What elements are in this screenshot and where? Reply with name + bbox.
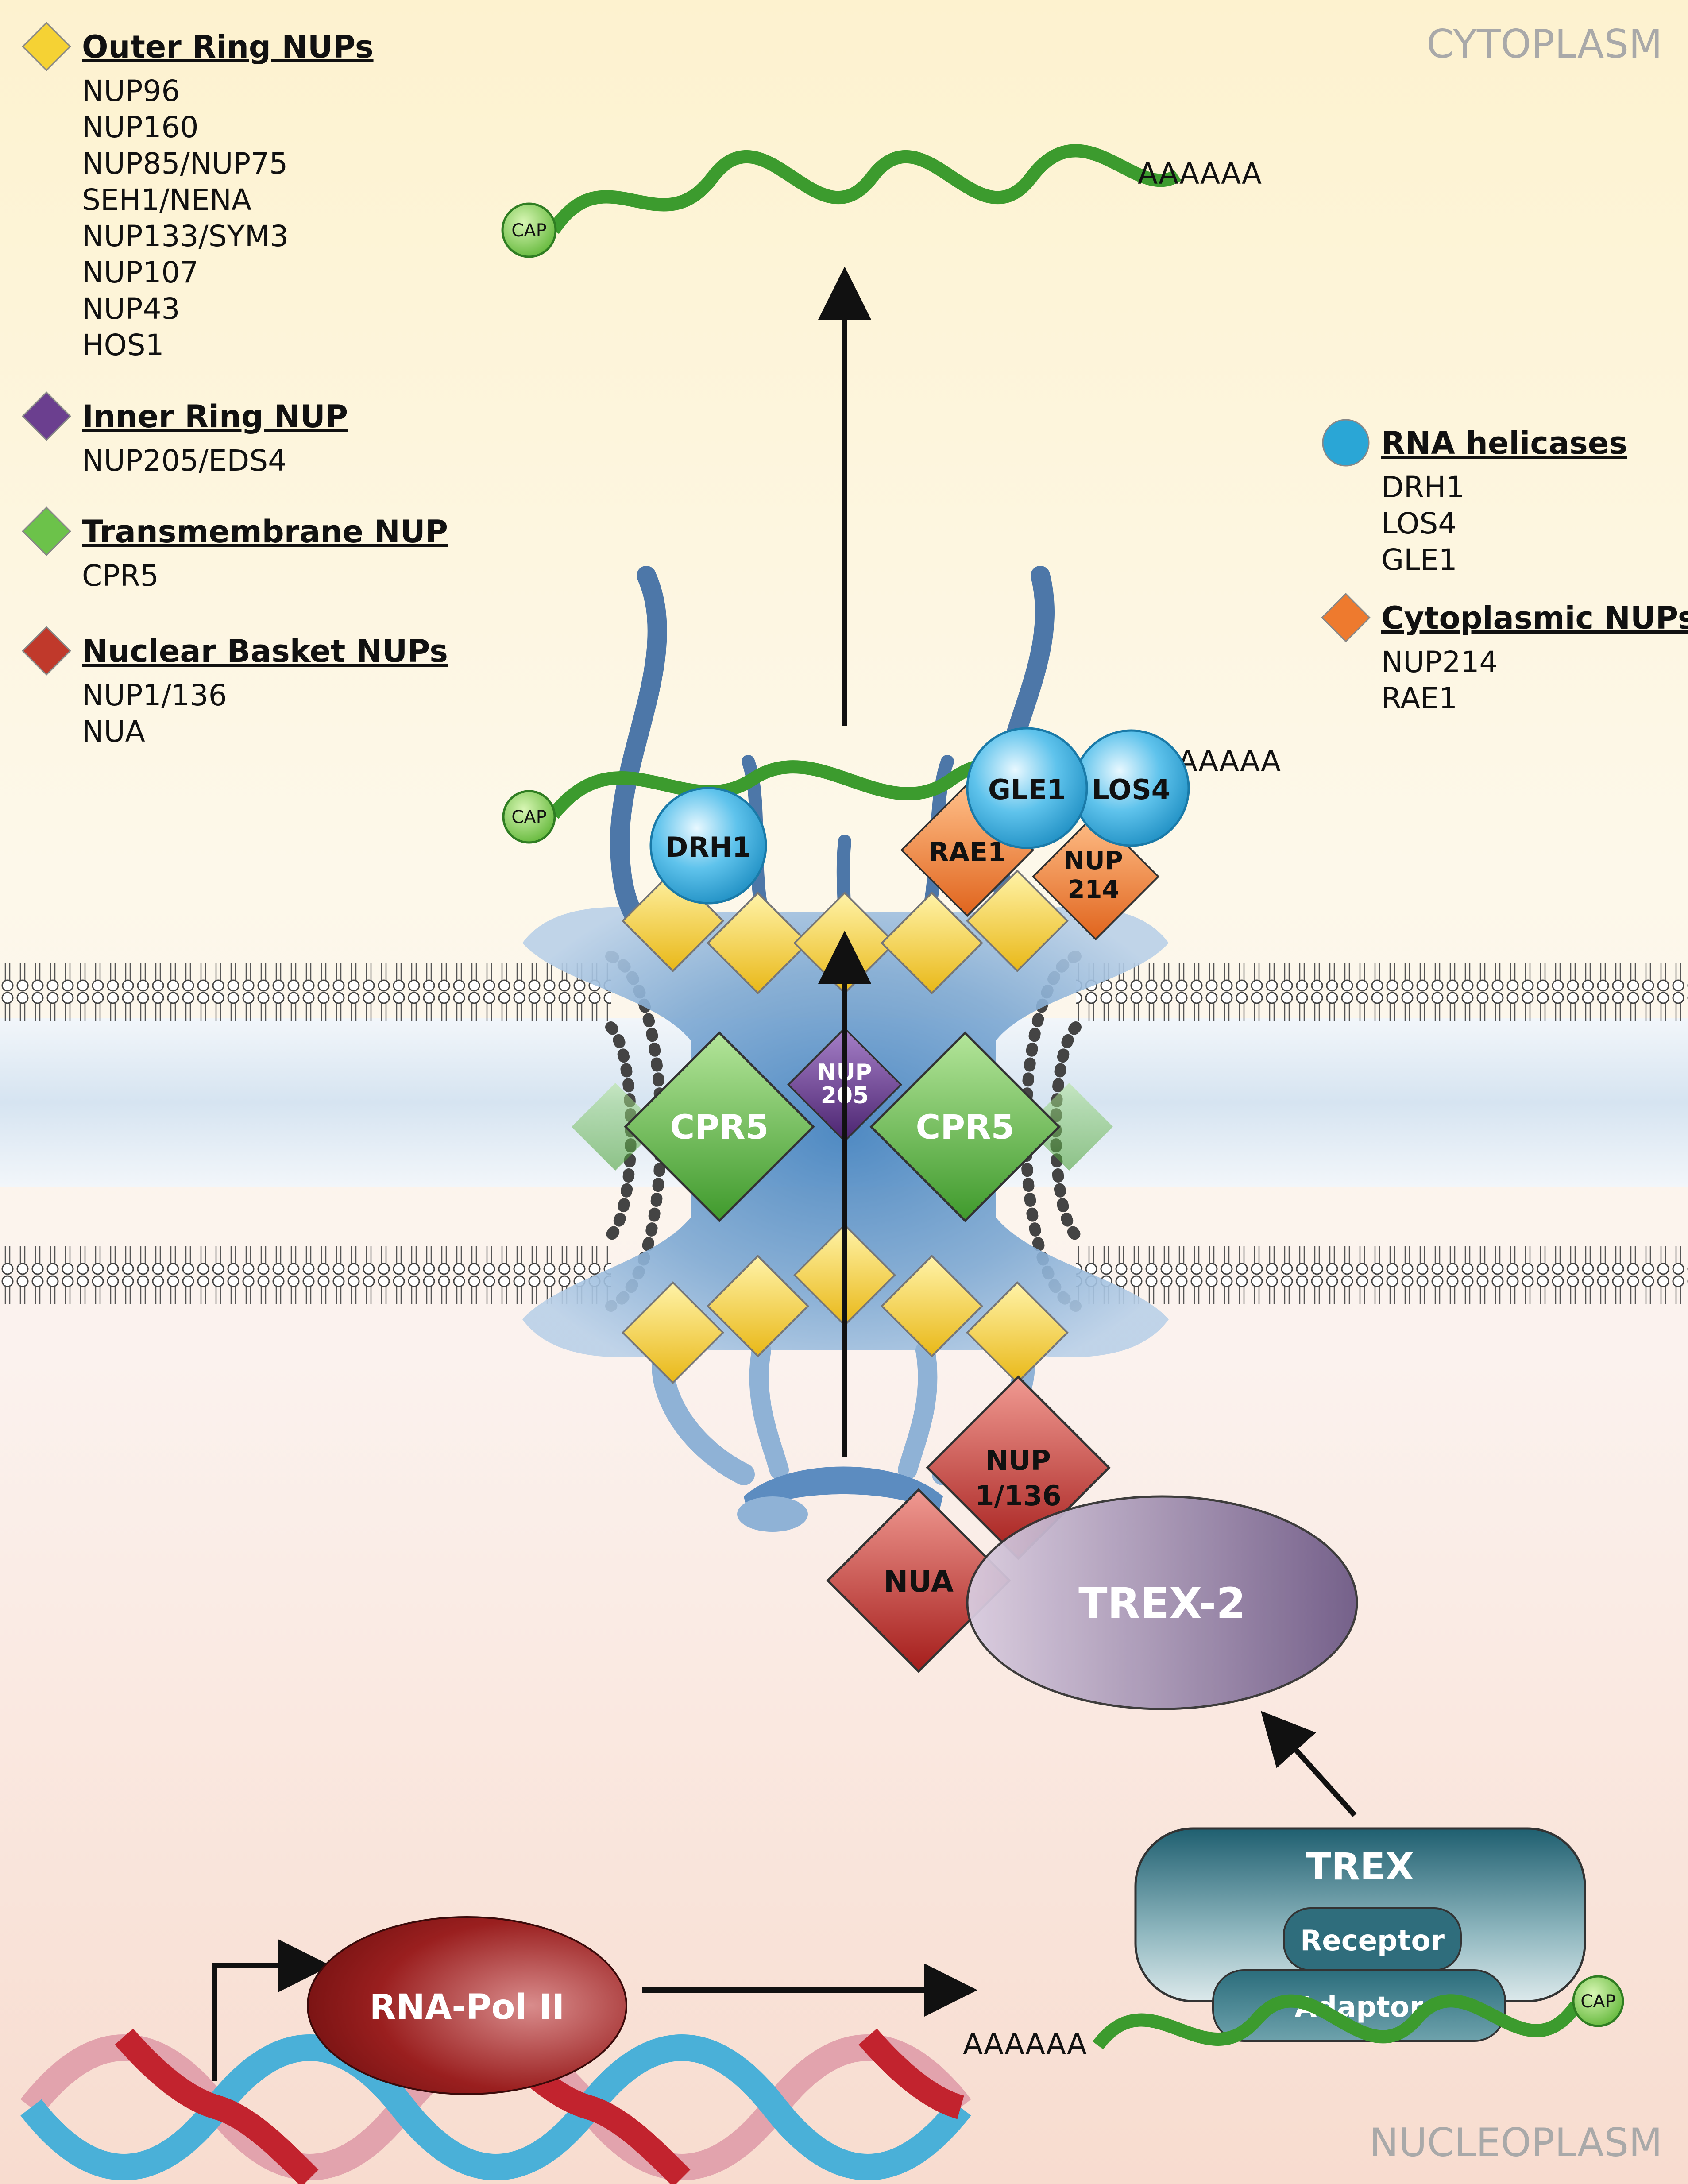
nup214-label-line2: 214 [1068,875,1120,904]
cytoplasm-label: CYTOPLASM [1426,21,1662,67]
legend: Outer Ring NUPsNUP96NUP160NUP85/NUP75SEH… [22,22,1688,749]
legend-item: NUP85/NUP75 [82,147,288,181]
legend-item: CPR5 [82,559,159,593]
legend-title: Outer Ring NUPs [82,29,374,65]
trex2: TREX-2 [966,1495,1358,1710]
legend-title: Transmembrane NUP [82,514,448,550]
polya-tail-nuclear: AAAAAA [963,2027,1087,2061]
legend-diamond-icon [22,22,71,71]
legend-item: NUP1/136 [82,678,227,712]
rae1-label: RAE1 [928,837,1006,868]
legend-title: Nuclear Basket NUPs [82,633,448,669]
legend-group: Transmembrane NUP CPR5 [22,506,448,593]
legend-item: NUP43 [82,292,180,326]
legend-item: DRH1 [1381,470,1464,504]
legend-item: RAE1 [1381,681,1457,715]
legend-circle-icon [1322,419,1370,467]
legend-item: SEH1/NENA [82,183,251,217]
outer-ring-nup-diamond [881,892,983,994]
mrna-nuclear: CAP AAAAAA [963,1975,1624,2061]
legend-item: NUP96 [82,74,180,108]
outer-ring-nup-diamond [707,892,809,994]
outer-ring-nups [622,870,1069,1384]
nua-label: NUA [884,1565,954,1599]
legend-item: NUP205/EDS4 [82,444,286,478]
nua: NUA [826,1488,1011,1673]
transcription-start-arrow [212,1939,331,2081]
legend-group: Outer Ring NUPsNUP96NUP160NUP85/NUP75SEH… [22,22,374,362]
legend-item: GLE1 [1381,543,1457,577]
polya-tail-cytoplasm: AAAAAA [1138,157,1262,191]
cap-label-cytoplasm: CAP [511,220,546,241]
legend-diamond-icon [22,391,71,441]
legend-item: LOS4 [1381,506,1456,541]
rnapol-label: RNA-Pol II [370,1987,565,2027]
cpr5-right-label: CPR5 [916,1107,1015,1147]
drh1-label: DRH1 [665,831,751,863]
mrna-cytoplasm: CAP AAAAAA [501,144,1262,258]
legend-diamond-icon [22,626,71,676]
cpr5-left-label: CPR5 [670,1107,769,1147]
trex-to-trex2-arrow [1260,1711,1357,1817]
legend-item: NUP214 [1381,645,1498,679]
outer-ring-nup-diamond [966,870,1069,972]
gle1-label: GLE1 [988,773,1066,806]
drh1: DRH1 [649,787,767,905]
legend-title: Cytoplasmic NUPs [1381,600,1688,636]
outer-ring-nup-diamond [966,1281,1069,1384]
nucleoplasm-label: NUCLEOPLASM [1369,2120,1662,2165]
legend-item: NUA [82,715,145,749]
legend-item: NUP107 [82,255,198,290]
outer-ring-nup-diamond [707,1255,809,1357]
cap-label-pore: CAP [511,807,546,827]
trex-label: TREX [1306,1845,1414,1888]
nup214-label-line1: NUP [1064,847,1123,875]
los4: LOS4 [1072,729,1190,847]
nup1-label-line2: 1/136 [975,1480,1061,1512]
legend-title: Inner Ring NUP [82,398,348,435]
receptor-label: Receptor [1300,1925,1445,1957]
legend-title: RNA helicases [1381,425,1627,461]
gle1: GLE1 [966,727,1088,849]
outer-ring-nup-diamond [881,1255,983,1357]
legend-item: NUP133/SYM3 [82,219,289,253]
legend-diamond-icon [22,506,71,556]
polya-tail-pore: AAAAA [1178,744,1281,778]
cap-label-nuclear: CAP [1580,1991,1615,2012]
legend-group: Inner Ring NUP NUP205/EDS4 [22,391,348,478]
legend-diamond-icon [1321,593,1371,642]
legend-item: NUP160 [82,110,198,144]
nup1-label-line1: NUP [985,1444,1051,1477]
legend-item: HOS1 [82,328,164,362]
outer-ring-nup-diamond [622,1281,724,1384]
rna-pol-ii: RNA-Pol II [307,1916,627,2095]
los4-label: LOS4 [1092,773,1170,806]
trex2-label: TREX-2 [1078,1579,1246,1628]
